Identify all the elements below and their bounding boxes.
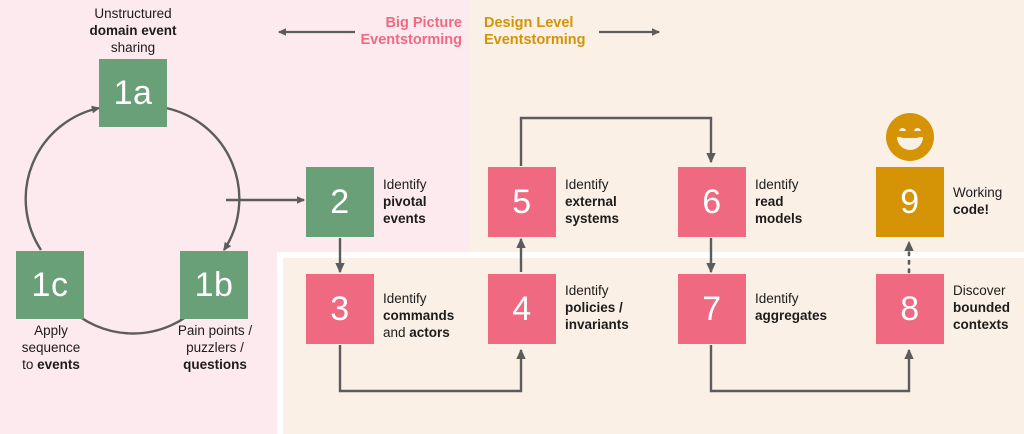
caption-2-line1: Identify bbox=[383, 177, 427, 192]
caption-2-line2: pivotal bbox=[383, 194, 427, 209]
caption-1a-line3: sharing bbox=[110, 40, 156, 55]
caption-1b-line1: Pain points / bbox=[177, 323, 253, 338]
caption-1c: Apply sequence to events bbox=[0, 322, 102, 373]
caption-1a-line2: domain event bbox=[89, 23, 177, 38]
caption-6-line1: Identify bbox=[755, 177, 799, 192]
note-1b[interactable]: 1b bbox=[180, 251, 248, 319]
caption-1a: Unstructured domain event sharing bbox=[58, 5, 208, 56]
design-level-header-line2: Eventstorming bbox=[484, 32, 586, 48]
big-picture-header-line2: Eventstorming bbox=[360, 32, 462, 48]
caption-7-line1: Identify bbox=[755, 291, 799, 306]
caption-1b: Pain points / puzzlers / questions bbox=[154, 322, 276, 373]
caption-1c-line2: sequence bbox=[21, 340, 81, 355]
caption-8-line1: Discover bbox=[953, 283, 1006, 298]
big-picture-header-line1: Big Picture bbox=[385, 15, 462, 31]
caption-3-line3-bold: actors bbox=[409, 325, 450, 340]
note-3[interactable]: 3 bbox=[306, 274, 374, 344]
caption-6-line2: read bbox=[755, 194, 784, 209]
caption-4: Identify policies / invariants bbox=[565, 282, 661, 333]
caption-4-line1: Identify bbox=[565, 283, 609, 298]
caption-9: Working code! bbox=[953, 184, 1024, 218]
caption-1b-line3: questions bbox=[183, 357, 247, 372]
caption-7-line2: aggregates bbox=[755, 308, 828, 323]
caption-2: Identify pivotal events bbox=[383, 176, 471, 227]
caption-8: Discover bounded contexts bbox=[953, 282, 1024, 333]
caption-5-line1: Identify bbox=[565, 177, 609, 192]
note-9[interactable]: 9 bbox=[876, 167, 944, 237]
caption-1c-line1: Apply bbox=[34, 323, 68, 338]
caption-4-line3: invariants bbox=[565, 317, 629, 332]
caption-1b-line2: puzzlers / bbox=[186, 340, 244, 355]
caption-3-line1: Identify bbox=[383, 291, 427, 306]
caption-5-line2: external bbox=[565, 194, 617, 209]
caption-5-line3: systems bbox=[565, 211, 620, 226]
caption-3-line2: commands bbox=[383, 308, 455, 323]
note-4[interactable]: 4 bbox=[488, 274, 556, 344]
note-5[interactable]: 5 bbox=[488, 167, 556, 237]
caption-6-line3: models bbox=[755, 211, 803, 226]
note-1a[interactable]: 1a bbox=[99, 59, 167, 127]
note-8[interactable]: 8 bbox=[876, 274, 944, 344]
caption-3: Identify commands and actors bbox=[383, 290, 483, 341]
caption-6: Identify read models bbox=[755, 176, 841, 227]
caption-1a-line1: Unstructured bbox=[94, 6, 172, 21]
note-6[interactable]: 6 bbox=[678, 167, 746, 237]
note-2[interactable]: 2 bbox=[306, 167, 374, 237]
caption-8-line2: bounded bbox=[953, 300, 1010, 315]
smiley-face-icon bbox=[886, 113, 934, 161]
smiley-mouth bbox=[897, 131, 923, 150]
caption-2-line3: events bbox=[383, 211, 426, 226]
design-level-header: Design Level Eventstorming bbox=[484, 15, 624, 49]
caption-9-line2: code! bbox=[953, 202, 990, 217]
note-1c[interactable]: 1c bbox=[16, 251, 84, 319]
big-picture-header: Big Picture Eventstorming bbox=[352, 15, 462, 49]
caption-4-line2: policies / bbox=[565, 300, 623, 315]
caption-5: Identify external systems bbox=[565, 176, 657, 227]
design-level-header-line1: Design Level bbox=[484, 15, 574, 31]
caption-9-line1: Working bbox=[953, 185, 1003, 200]
caption-8-line3: contexts bbox=[953, 317, 1009, 332]
note-7[interactable]: 7 bbox=[678, 274, 746, 344]
caption-7: Identify aggregates bbox=[755, 290, 855, 324]
caption-1c-line3-pre: to bbox=[22, 357, 38, 372]
caption-3-line3-pre: and bbox=[383, 325, 410, 340]
caption-1c-line3-bold: events bbox=[37, 357, 80, 372]
